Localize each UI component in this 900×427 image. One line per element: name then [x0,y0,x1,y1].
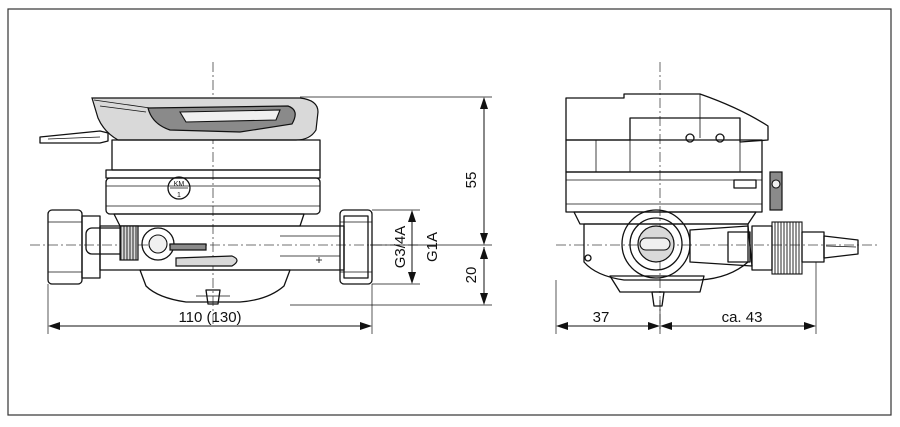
side-meter-housing [565,171,763,213]
side-bottom-flange [609,275,705,293]
side-seal-screw-2 [715,133,725,143]
drawing-frame [7,8,892,416]
side-register-body [565,139,763,173]
km-badge-top: KM [174,181,185,188]
front-valve-knurl [119,225,139,261]
front-cable [39,130,109,144]
front-bottom-flange [139,269,291,303]
front-view: KM 1 [30,62,420,325]
front-register-body [111,139,321,171]
km-badge [167,176,191,200]
front-valve-lever [175,255,238,267]
side-dimensions: 37 ca. 43 [555,262,817,334]
dim-thread-a: G3/4A [392,226,409,269]
dim-depth-rear: ca. 43 [722,309,763,326]
km-badge-bottom: 1 [177,192,181,199]
front-right-union-nut [339,209,373,285]
side-cable [823,235,859,259]
dim-depth-front: 37 [593,309,610,326]
front-left-union-nut [47,209,83,285]
side-valve-knurl [771,221,803,275]
front-dimensions: 55 20 G3/4A G1A 110 (130) [47,96,492,334]
side-view [556,62,880,330]
dim-height-upper: 55 [463,172,480,189]
front-body-shoulder [113,213,305,227]
dim-thread-b: G1A [424,232,441,262]
side-seal-screw-1 [685,133,695,143]
side-body-lower [573,211,757,225]
side-sensor-clip [733,179,757,189]
dim-length: 110 (130) [178,309,241,326]
dim-height-lower: 20 [463,267,480,284]
side-valve-stem [751,225,773,271]
